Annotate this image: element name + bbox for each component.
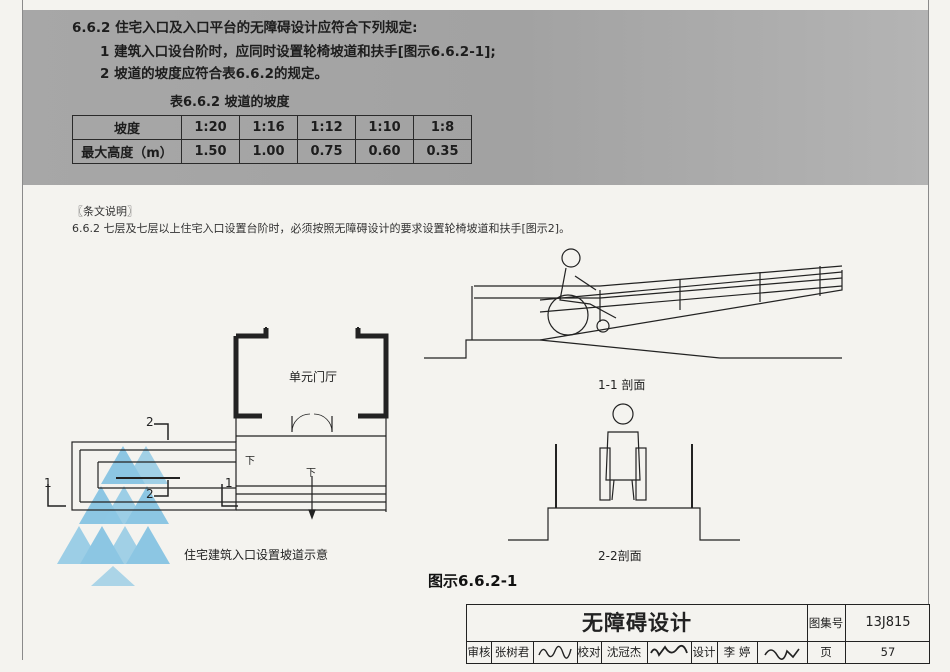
divider: [491, 641, 492, 663]
height-cell: 0.60: [355, 139, 414, 164]
review-signature: [533, 641, 577, 663]
page-label: 页: [820, 645, 832, 659]
check-name: 沈冠杰: [606, 645, 642, 659]
design-label: 设计: [692, 645, 716, 659]
clause-heading: 6.6.2 住宅入口及入口平台的无障碍设计应符合下列规定:: [72, 20, 418, 36]
explanation-text: 6.6.2 七层及七层以上住宅入口设置台阶时，必须按照无障碍设计的要求设置轮椅坡…: [72, 222, 571, 235]
slope-cell: 1:20: [181, 115, 240, 140]
review-label: 审核: [467, 645, 491, 659]
watermark-logo: [57, 446, 170, 586]
down-label: 下: [306, 468, 316, 479]
check-signature: [647, 641, 691, 663]
figure-caption: 图示6.6.2-1: [428, 572, 518, 590]
divider: [577, 641, 578, 663]
section-mark-1-right: 1: [225, 476, 233, 490]
height-cell: 1.00: [239, 139, 298, 164]
section-1-drawing: [424, 248, 843, 359]
clause-item-1: 1 建筑入口设台阶时，应同时设置轮椅坡道和扶手[图示6.6.2-1];: [100, 44, 496, 60]
check-label: 校对: [577, 645, 601, 659]
page-frame-right: [928, 0, 929, 660]
plan-drawing: [47, 327, 389, 520]
height-cell: 0.75: [297, 139, 356, 164]
divider: [533, 641, 534, 663]
title-row: 无障碍设计 图集号 13J815: [467, 605, 929, 642]
section-2-caption: 2-2剖面: [598, 549, 642, 563]
page-frame-left: [22, 0, 23, 660]
divider: [601, 641, 602, 663]
table-caption: 表6.6.2 坡道的坡度: [170, 95, 290, 110]
divider: [691, 641, 692, 663]
design-name: 李 婷: [723, 645, 751, 659]
design-signature: [757, 641, 807, 663]
slope-table: 坡度 1:20 1:16 1:12 1:10 1:8 最大高度（m） 1.50 …: [72, 115, 472, 164]
atlas-label: 图集号: [808, 616, 844, 630]
page-number: 57: [880, 645, 896, 659]
divider: [717, 641, 718, 663]
divider: [845, 605, 846, 663]
section-mark-2-top: 2: [146, 415, 154, 429]
divider: [807, 641, 808, 663]
slope-cell: 1:10: [355, 115, 414, 140]
clause-item-2: 2 坡道的坡度应符合表6.6.2的规定。: [100, 66, 329, 82]
section-mark-2-bottom: 2: [146, 487, 154, 501]
down-label: 下: [245, 456, 255, 467]
divider: [647, 641, 648, 663]
hall-label: 单元门厅: [289, 370, 338, 384]
explanation-heading: 〖条文说明〗: [72, 205, 138, 218]
review-name: 张树君: [494, 645, 530, 659]
section-mark-1-left: 1: [44, 476, 52, 490]
atlas-number: 13J815: [865, 615, 911, 630]
height-cell: 0.35: [413, 139, 472, 164]
height-cell: 1.50: [181, 139, 240, 164]
plan-caption: 住宅建筑入口设置坡道示意: [184, 548, 329, 562]
divider: [757, 641, 758, 663]
section-2-drawing: [508, 403, 740, 541]
drawing-title: 无障碍设计: [467, 605, 808, 641]
title-block: 无障碍设计 图集号 13J815 审核 张树君 校对 沈冠杰 设计 李 婷 页 …: [466, 604, 930, 664]
table-row: 最大高度（m） 1.50 1.00 0.75 0.60 0.35: [72, 139, 472, 164]
section-1-caption: 1-1 剖面: [598, 378, 646, 392]
